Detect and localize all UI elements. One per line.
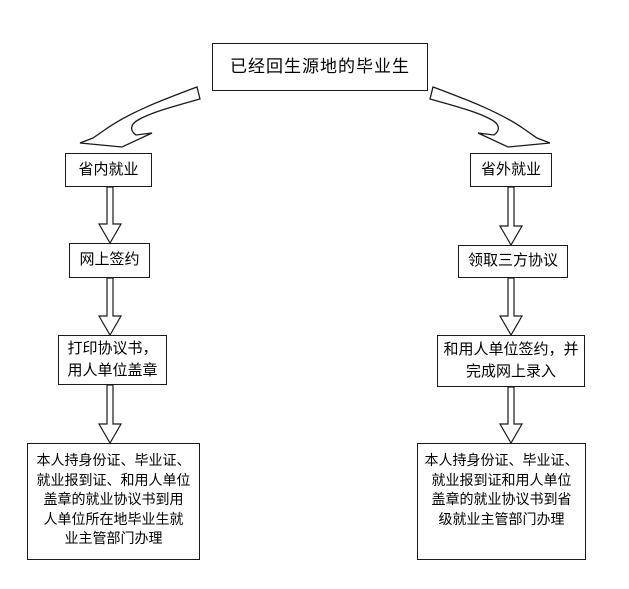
node-left-print-agreement-employer-stamp: 打印协议书， 用人单位盖章 [58,335,167,385]
connector-arrow-right-1 [500,187,522,245]
connector-arrow-right-3 [500,387,522,443]
node-start-returned-graduates: 已经回生源地的毕业生 [212,43,428,91]
curved-arrow-left [80,87,200,147]
node-left-online-signing: 网上签约 [69,243,150,278]
node-right-sign-with-employer-online-entry: 和用人单位签约，并 完成网上录入 [437,335,585,387]
node-right-final-procedure: 本人持身份证、毕业证、 就业报到证和用人单位 盖章的就业协议书到省 级就业主管部… [417,443,586,560]
node-right-out-of-province-employment: 省外就业 [470,153,552,187]
node-right-get-tripartite-agreement: 领取三方协议 [458,245,568,278]
connector-arrow-left-1 [99,187,121,243]
curved-arrow-right [430,87,550,147]
node-left-in-province-employment: 省内就业 [65,153,152,187]
connector-arrow-left-2 [99,278,121,335]
connector-arrow-left-3 [99,385,121,443]
connector-arrow-right-2 [500,278,522,335]
node-left-final-procedure: 本人持身份证、毕业证、 就业报到证、和用人单位 盖章的就业协议书到用 人单位所在… [27,443,200,560]
